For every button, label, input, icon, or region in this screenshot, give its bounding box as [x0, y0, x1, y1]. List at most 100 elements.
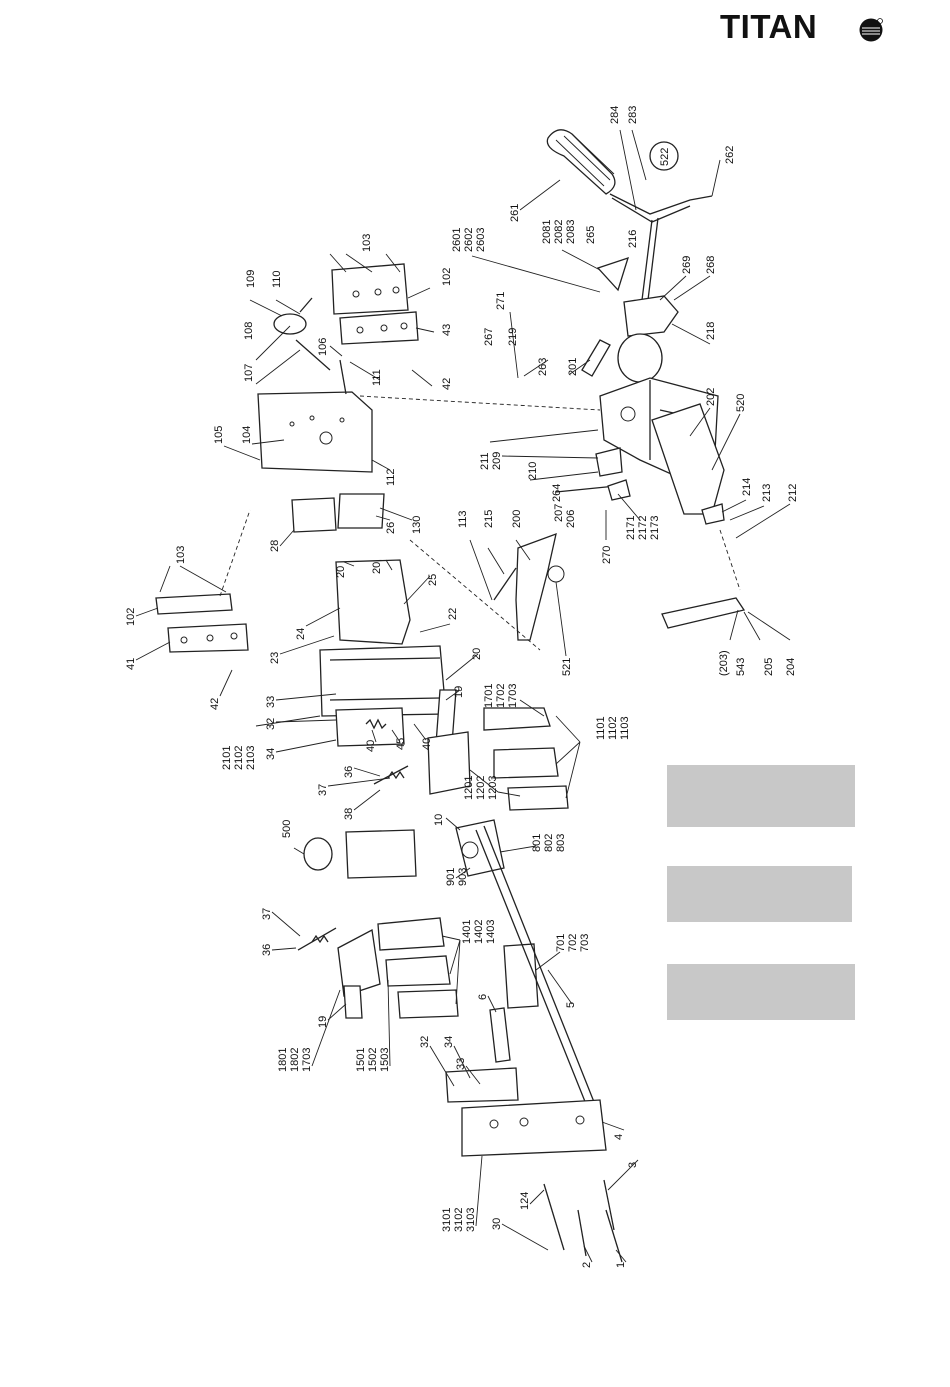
- link-1201: [427, 731, 471, 795]
- plate-102-lower: [155, 593, 233, 615]
- label-107: 107: [243, 364, 255, 382]
- callout-circle-522: [649, 141, 679, 171]
- label-522: 522: [659, 148, 671, 166]
- label-200: 200: [511, 510, 523, 528]
- label-218: 218: [705, 322, 717, 340]
- plate-102-upper: [331, 263, 409, 315]
- label-2081: 2081: [541, 220, 553, 244]
- link-1502: [397, 989, 459, 1019]
- block-500: [345, 829, 417, 879]
- label-202: 202: [705, 388, 717, 406]
- block-209: [595, 447, 623, 477]
- label-105: 105: [213, 426, 225, 444]
- label-36b: 36: [261, 944, 273, 956]
- label-2603: 2603: [475, 228, 487, 252]
- label-110: 110: [271, 270, 283, 288]
- label-1201: 1201: [463, 776, 475, 800]
- label-43: 43: [441, 324, 453, 336]
- spring-40: [365, 718, 387, 730]
- label-38: 38: [343, 808, 355, 820]
- label-270: 270: [601, 546, 613, 564]
- label-40b: 40: [421, 738, 433, 750]
- label-215: 215: [483, 510, 495, 528]
- label-801: 801: [531, 834, 543, 852]
- label-1702: 1702: [495, 684, 507, 708]
- label-262: 262: [724, 146, 736, 164]
- label-1102: 1102: [607, 716, 619, 740]
- label-32b: 32: [419, 1036, 431, 1048]
- arm-201: [581, 339, 611, 377]
- grey-placeholder-bottom: [667, 964, 855, 1020]
- label-28: 28: [269, 540, 281, 552]
- label-10: 10: [433, 814, 445, 826]
- link-1101: [493, 747, 559, 779]
- plate-105: [257, 391, 373, 473]
- label-30: 30: [491, 1218, 503, 1230]
- label-2: 2: [581, 1262, 593, 1268]
- label-26: 26: [385, 522, 397, 534]
- pin-3: [603, 1179, 615, 1231]
- label-210: 210: [527, 462, 539, 480]
- label-130: 130: [411, 516, 423, 534]
- label-23: 23: [269, 652, 281, 664]
- label-3101: 3101: [441, 1208, 453, 1232]
- shaft-5: [475, 829, 591, 1115]
- link-1801: [337, 928, 381, 997]
- brand-badge-icon: [859, 18, 883, 42]
- link-1202: [507, 785, 569, 811]
- label-267: 267: [483, 328, 495, 346]
- label-268: 268: [705, 256, 717, 274]
- label-1101: 1101: [595, 716, 607, 740]
- label-113: 113: [457, 510, 469, 528]
- label-1802: 1802: [289, 1048, 301, 1072]
- bar-264: [555, 485, 617, 493]
- label-106: 106: [317, 338, 329, 356]
- label-19a: 19: [453, 686, 465, 698]
- plate-520: [651, 403, 725, 515]
- label-265: 265: [585, 226, 597, 244]
- label-36a: 36: [343, 766, 355, 778]
- label-25: 25: [427, 574, 439, 586]
- label-213: 213: [761, 484, 773, 502]
- label-543: 543: [735, 658, 747, 676]
- label-45: 45: [395, 738, 407, 750]
- label-20a: 20: [335, 566, 347, 578]
- label-2173: 2173: [649, 516, 661, 540]
- label-2102: 2102: [233, 746, 245, 770]
- bracket-26: [337, 493, 385, 529]
- label-205: 205: [763, 658, 775, 676]
- pedal-arm-200: [515, 532, 557, 641]
- label-4: 4: [613, 1134, 625, 1140]
- label-42a: 42: [441, 378, 453, 390]
- label-702: 702: [567, 934, 579, 952]
- label-19b: 19: [317, 1016, 329, 1028]
- label-22: 22: [447, 608, 459, 620]
- label-703: 703: [579, 934, 591, 952]
- link-1401: [377, 917, 445, 951]
- label-24: 24: [295, 628, 307, 640]
- label-269: 269: [681, 256, 693, 274]
- pin-2: [577, 1209, 587, 1257]
- label-283: 283: [627, 106, 639, 124]
- part-labels: 284 283 522 262 261 216 2601 2602 2603 2…: [125, 106, 799, 1268]
- bolt-30: [543, 1183, 565, 1251]
- label-1202: 1202: [475, 776, 487, 800]
- label-20b: 20: [371, 562, 383, 574]
- label-284: 284: [609, 106, 621, 124]
- label-2103: 2103: [245, 746, 257, 770]
- label-261: 261: [509, 204, 521, 222]
- label-102a: 102: [441, 268, 453, 286]
- label-264: 264: [551, 484, 563, 502]
- label-34b: 34: [443, 1036, 455, 1048]
- plate-32: [335, 707, 405, 747]
- label-701: 701: [555, 934, 567, 952]
- label-1703b: 1703: [301, 1048, 313, 1072]
- label-212: 212: [787, 484, 799, 502]
- label-802: 802: [543, 834, 555, 852]
- plate-43: [339, 311, 419, 345]
- label-2171: 2171: [625, 516, 637, 540]
- label-271: 271: [495, 292, 507, 310]
- leader-lines: [135, 129, 791, 1263]
- label-103b: 103: [175, 546, 187, 564]
